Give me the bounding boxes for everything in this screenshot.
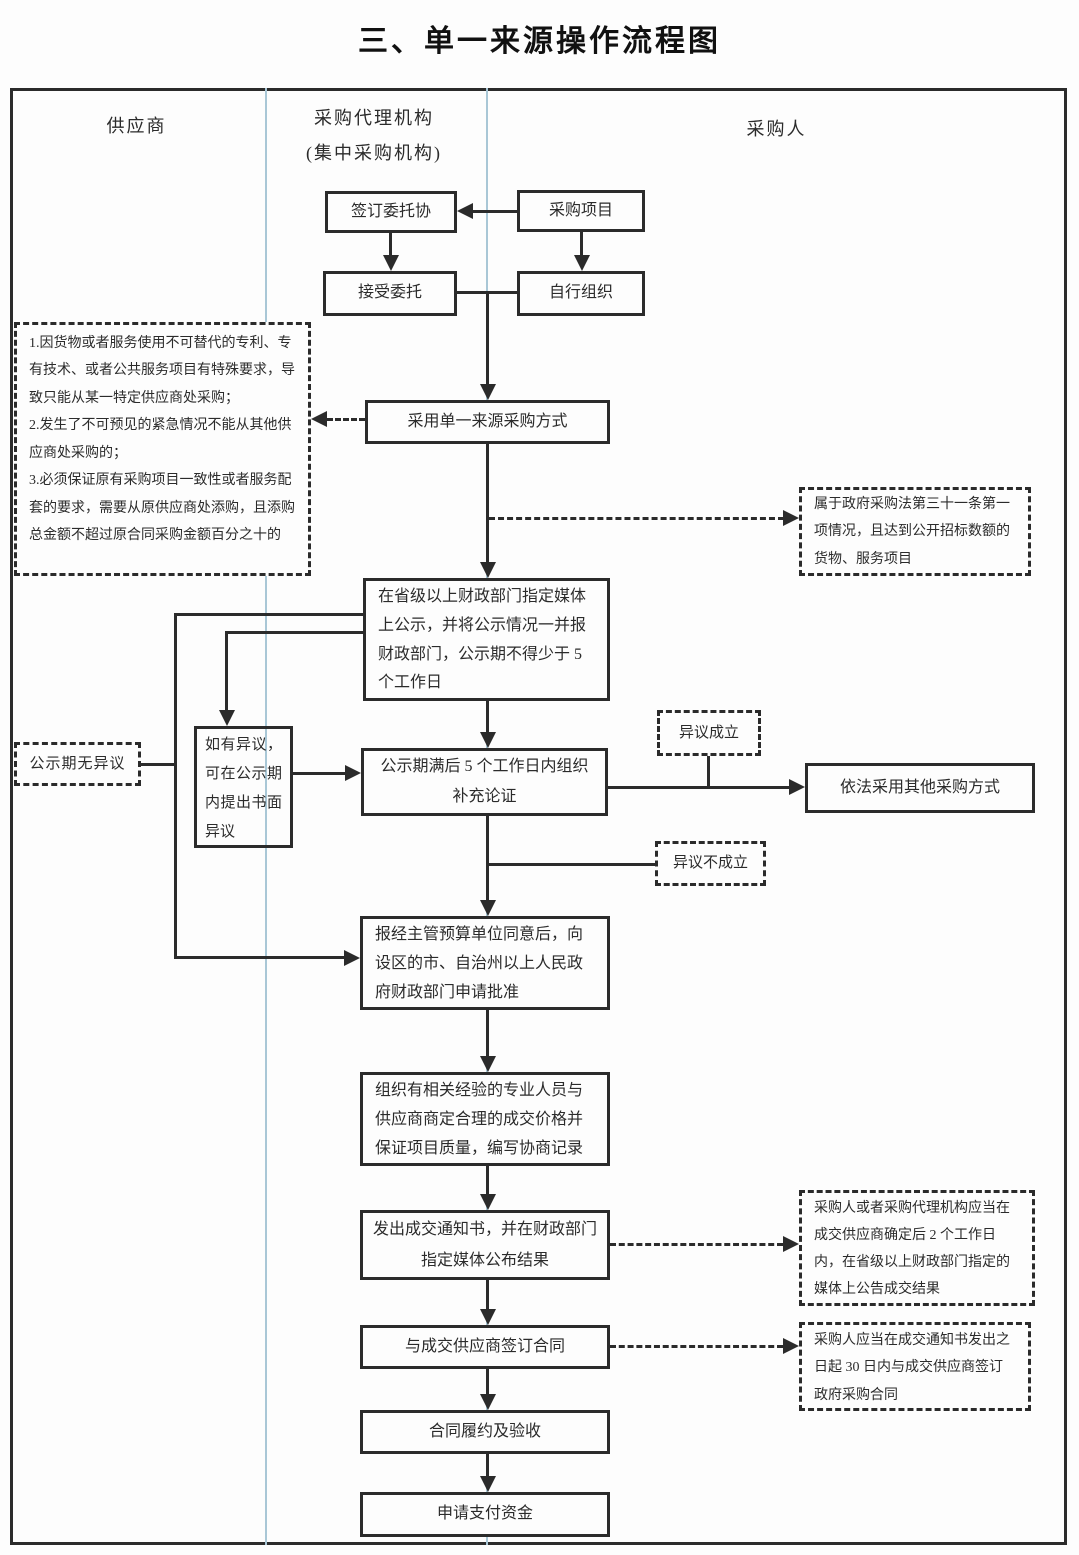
lane-divider-supplier-agency bbox=[265, 88, 267, 1545]
arrowhead-to-payment bbox=[480, 1476, 496, 1492]
connector-contract-to-performance bbox=[486, 1369, 489, 1395]
annotation-objection-valid: 异议成立 bbox=[657, 710, 761, 756]
connector-project-to-agreement bbox=[473, 210, 517, 213]
node-negotiation: 组织有相关经验的专业人员与供应商商定合理的成交价格并保证项目质量，编写协商记录 bbox=[360, 1072, 610, 1166]
annotation-no-objection: 公示期无异议 bbox=[14, 742, 141, 786]
connector-noobjection-label bbox=[141, 763, 175, 766]
connector-publicity-to-objection-v bbox=[225, 631, 228, 711]
node-adopt-single-source: 采用单一来源采购方式 bbox=[365, 400, 610, 444]
arrowhead-to-negotiation bbox=[480, 1056, 496, 1072]
arrowhead-objection-to-supplementary bbox=[345, 765, 361, 781]
connector-noobjection-vertical bbox=[174, 613, 177, 959]
lane-header-purchaser: 采购人 bbox=[746, 119, 807, 139]
node-award-notice: 发出成交通知书，并在财政部门指定媒体公布结果 bbox=[360, 1210, 610, 1280]
node-other-method: 依法采用其他采购方式 bbox=[805, 763, 1035, 813]
connector-single-source-to-publicity bbox=[486, 444, 489, 564]
annotation-announce-result: 采购人或者采购代理机构应当在成交供应商确定后 2 个工作日内，在省级以上财政部门… bbox=[799, 1190, 1035, 1306]
lane-header-agency-line1: 采购代理机构 bbox=[314, 108, 434, 128]
connector-supplementary-to-othermethod bbox=[608, 786, 789, 789]
arrowhead-to-conditions bbox=[311, 411, 327, 427]
connector-to-objection-invalid bbox=[489, 863, 655, 866]
connector-objectionvalid-drop bbox=[707, 756, 710, 789]
connector-negotiation-to-notice bbox=[486, 1166, 489, 1195]
arrowhead-to-publicity bbox=[480, 562, 496, 578]
arrowhead-to-notice bbox=[480, 1194, 496, 1210]
node-apply-payment: 申请支付资金 bbox=[360, 1492, 610, 1537]
connector-down-to-single-source bbox=[486, 291, 489, 386]
arrowhead-to-law-scope bbox=[783, 510, 799, 526]
node-publicity: 在省级以上财政部门指定媒体上公示，并将公示情况一并报财政部门，公示期不得少于 5… bbox=[363, 578, 610, 701]
connector-to-law-scope bbox=[489, 517, 784, 520]
arrowhead-noobjection-to-approval bbox=[344, 950, 360, 966]
connector-noobjection-top bbox=[174, 613, 364, 616]
arrowhead-to-supplementary bbox=[480, 732, 496, 748]
connector-publicity-to-supplementary bbox=[486, 701, 489, 734]
node-self-organize: 自行组织 bbox=[517, 271, 645, 316]
node-apply-approval: 报经主管预算单位同意后，向设区的市、自治州以上人民政府财政部门申请批准 bbox=[360, 916, 610, 1010]
arrowhead-agreement-to-accept bbox=[383, 255, 399, 271]
annotation-law-scope: 属于政府采购法第三十一条第一项情况，且达到公开招标数额的货物、服务项目 bbox=[799, 487, 1031, 576]
node-performance-acceptance: 合同履约及验收 bbox=[360, 1410, 610, 1454]
connector-noobjection-bottom bbox=[174, 956, 346, 959]
lane-header-agency-line2: (集中采购机构) bbox=[306, 143, 442, 163]
lane-header-supplier: 供应商 bbox=[106, 116, 167, 136]
connector-notice-to-announce bbox=[610, 1243, 783, 1246]
node-supplementary-demo: 公示期满后 5 个工作日内组织补充论证 bbox=[361, 748, 608, 816]
connector-supplementary-to-approval bbox=[486, 816, 489, 901]
connector-agreement-to-accept bbox=[389, 233, 392, 258]
arrowhead-to-deadline bbox=[783, 1338, 799, 1354]
swimlane-frame bbox=[10, 88, 1067, 1545]
node-sign-contract: 与成交供应商签订合同 bbox=[360, 1325, 610, 1369]
arrowhead-to-performance bbox=[480, 1394, 496, 1410]
node-accept-entrustment: 接受委托 bbox=[323, 271, 457, 316]
arrowhead-to-objection-note bbox=[219, 710, 235, 726]
connector-single-source-to-conditions bbox=[327, 418, 365, 421]
connector-approval-to-negotiation bbox=[486, 1010, 489, 1057]
connector-contract-to-deadline bbox=[610, 1345, 783, 1348]
connector-project-to-selforganize bbox=[580, 232, 583, 258]
annotation-objection-invalid: 异议不成立 bbox=[655, 841, 766, 886]
arrowhead-to-othermethod bbox=[789, 779, 805, 795]
connector-notice-to-contract bbox=[486, 1280, 489, 1311]
arrowhead-to-single-source bbox=[480, 384, 496, 400]
node-procurement-project: 采购项目 bbox=[517, 190, 645, 232]
node-objection-note: 如有异议，可在公示期内提出书面异议 bbox=[194, 726, 293, 848]
arrowhead-to-contract bbox=[480, 1309, 496, 1325]
arrowhead-to-announce bbox=[783, 1236, 799, 1252]
connector-performance-to-payment bbox=[486, 1454, 489, 1477]
arrowhead-project-to-agreement bbox=[457, 203, 473, 219]
annotation-contract-deadline: 采购人应当在成交通知书发出之日起 30 日内与成交供应商签订政府采购合同 bbox=[799, 1322, 1031, 1411]
annotation-conditions: 1.因货物或者服务使用不可替代的专利、专有技术、或者公共服务项目有特殊要求，导致… bbox=[14, 322, 311, 576]
arrowhead-to-approval bbox=[480, 900, 496, 916]
connector-objection-to-supplementary bbox=[293, 772, 345, 775]
page-title: 三、单一来源操作流程图 bbox=[358, 25, 721, 58]
connector-publicity-to-objection-h bbox=[225, 631, 364, 634]
arrowhead-project-to-selforganize bbox=[574, 255, 590, 271]
node-sign-agreement: 签订委托协 bbox=[325, 191, 457, 233]
lane-header-agency: 采购代理机构 (集中采购机构) bbox=[263, 104, 485, 165]
